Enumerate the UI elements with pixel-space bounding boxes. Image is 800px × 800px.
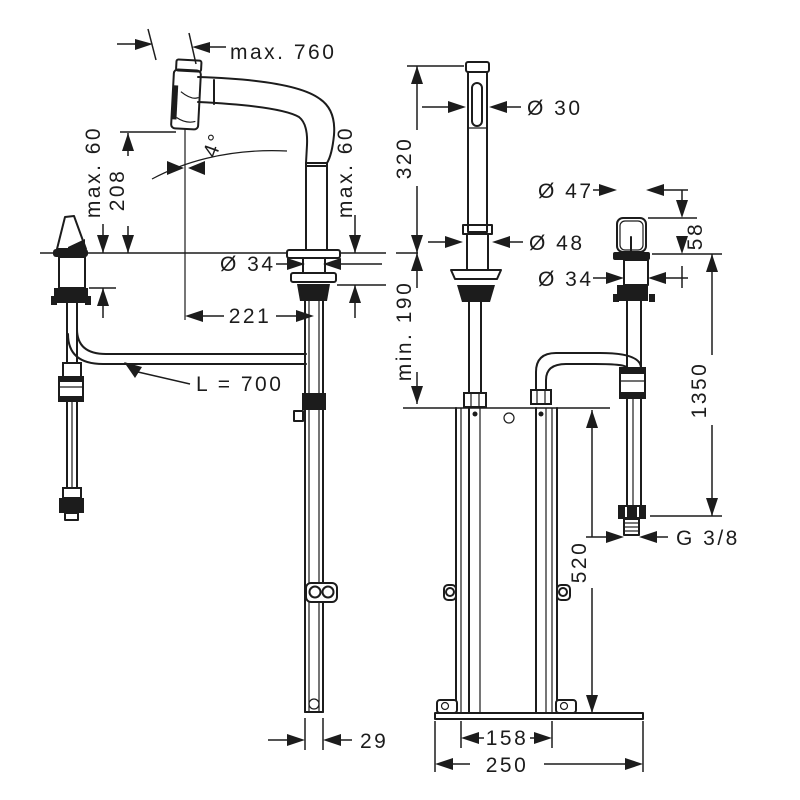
label-29: 29 (360, 730, 388, 753)
spout-arm (197, 76, 336, 251)
dim-250: 250 (434, 721, 644, 777)
dim-angle-4deg: 4° (151, 129, 288, 320)
label-max60-left: max. 60 (82, 126, 105, 218)
dim-58: 58 (648, 190, 722, 288)
label-dia34-handle: Ø 34 (538, 268, 594, 291)
dim-221: 221 (185, 305, 314, 328)
label-min190: min. 190 (393, 281, 416, 382)
label-g38: G 3/8 (676, 527, 740, 550)
label-250: 250 (486, 754, 529, 777)
right-view-handle: Ø 47 58 Ø 34 1350 (538, 180, 740, 550)
dim-max60-right: max. 60 (334, 126, 361, 318)
handle-valve-side (51, 215, 91, 521)
label-angle4: 4° (199, 129, 229, 160)
dim-dia34-spout: Ø 34 (220, 253, 382, 276)
label-l700: L = 700 (196, 373, 283, 396)
label-58: 58 (684, 222, 707, 250)
middle-view-front: 320 min. 190 Ø 30 Ø 48 (393, 61, 644, 777)
dim-dia34-handle: Ø 34 (538, 268, 688, 291)
spout-column (450, 61, 502, 408)
label-dia47: Ø 47 (538, 180, 594, 203)
dim-320: 320 (393, 65, 464, 254)
label-158: 158 (486, 727, 529, 750)
label-208: 208 (106, 169, 129, 212)
left-view-side: max. 760 4° max. 60 208 (40, 28, 388, 753)
dim-dia47: Ø 47 (538, 180, 688, 203)
label-1350: 1350 (688, 362, 711, 419)
countertop-lines (40, 131, 386, 289)
dim-max60-left: max. 60 (82, 126, 109, 318)
dim-520: 520 (568, 410, 598, 713)
label-dia48: Ø 48 (529, 232, 585, 255)
connecting-hose (530, 352, 642, 405)
dim-min190: min. 190 (393, 253, 423, 404)
label-dia34-spout: Ø 34 (220, 253, 276, 276)
spout-base-and-tube (286, 249, 341, 713)
dim-dia48: Ø 48 (428, 232, 585, 255)
dim-208: 208 (106, 133, 134, 253)
label-320: 320 (393, 137, 416, 180)
pullout-spray-head (170, 58, 203, 131)
label-520: 520 (568, 541, 591, 584)
dim-29: 29 (268, 718, 388, 753)
pullout-hose (67, 328, 307, 365)
dim-max760: max. 760 (117, 28, 336, 65)
mounting-box (403, 407, 644, 720)
label-221: 221 (229, 305, 272, 328)
dim-158: 158 (460, 721, 553, 750)
dim-1350: 1350 (650, 254, 722, 517)
label-dia30: Ø 30 (527, 97, 583, 120)
label-max60-right: max. 60 (334, 126, 357, 218)
dim-g38: G 3/8 (586, 527, 740, 550)
dim-l700: L = 700 (124, 362, 283, 396)
handle-knob (613, 217, 655, 536)
label-max760: max. 760 (230, 41, 336, 64)
dim-dia30: Ø 30 (422, 97, 583, 120)
